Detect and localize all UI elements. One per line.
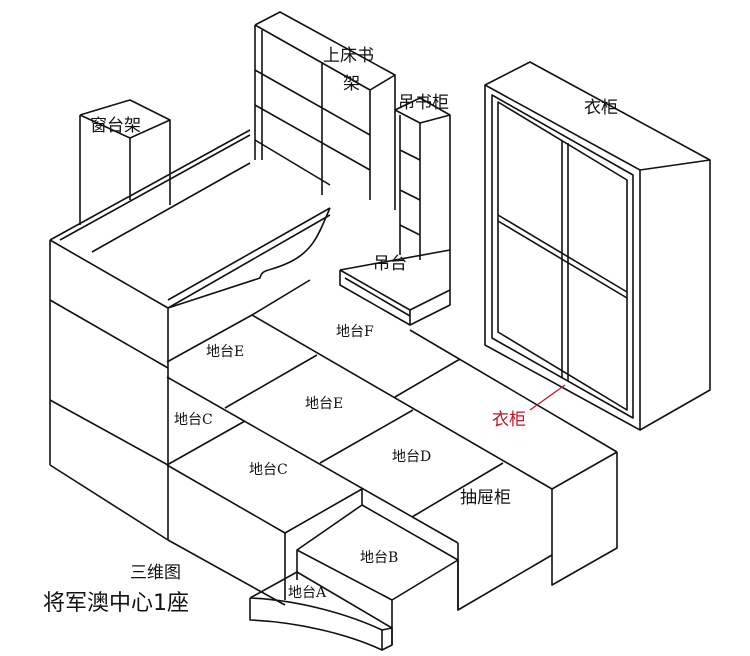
label-platform-f: 地台F (336, 324, 374, 340)
label-platform-c-front: 地台C (249, 462, 288, 478)
hanging-bookcase (394, 97, 451, 260)
label-window-shelf: 窗台架 (90, 116, 141, 136)
platform-b-step (296, 504, 459, 645)
label-platform-a: 地台A (288, 585, 327, 601)
label-drawer-cabinet: 抽屉柜 (460, 488, 511, 508)
label-hanging-platform: 吊台 (373, 254, 407, 274)
platform-grid (166, 279, 618, 611)
window-shelf (79, 99, 171, 225)
wardrobe (484, 61, 711, 431)
loft-bookshelf (254, 11, 396, 210)
label-loft-bookshelf: 上床书 (323, 46, 374, 66)
label-platform-e-front: 地台E (305, 396, 344, 412)
label-wardrobe-callout: 衣柜 (492, 410, 526, 430)
label-platform-b: 地台B (360, 550, 399, 566)
label-platform-d: 地台D (392, 449, 432, 465)
platform-a-step (249, 571, 393, 651)
caption-location: 将军澳中心1座 (43, 591, 189, 616)
label-platform-e-back: 地台E (206, 344, 245, 360)
label-wardrobe: 衣柜 (584, 98, 618, 118)
loft-bed (49, 129, 331, 541)
caption-view: 三维图 (130, 563, 181, 583)
label-loft-bookshelf-2: 架 (343, 74, 360, 94)
label-platform-c-side: 地台C (174, 412, 213, 428)
wardrobe-callout-line (529, 384, 566, 411)
hanging-platform (339, 249, 451, 326)
label-hanging-bookcase: 吊书柜 (398, 93, 449, 113)
